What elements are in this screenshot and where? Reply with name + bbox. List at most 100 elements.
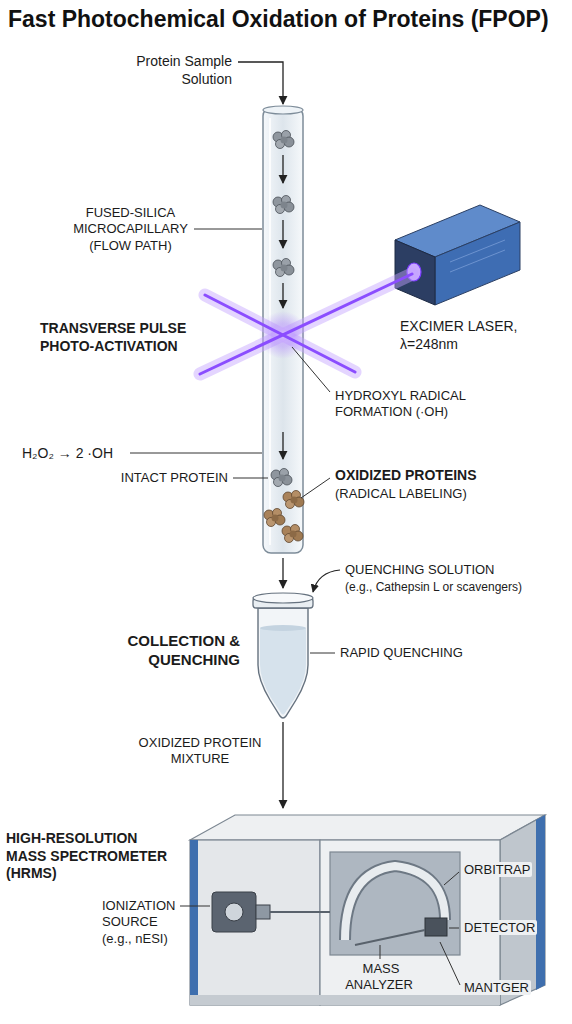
oxidized-protein-glyph	[283, 491, 304, 509]
callout-label: ORBITRAP	[462, 862, 532, 877]
mass-analyzer-symbol	[270, 912, 425, 945]
label-box: (e.g., Cathepsin L or scavengers)	[345, 580, 560, 595]
callout-label: RAPID QUENCHING	[340, 645, 463, 660]
leader-line	[440, 942, 460, 985]
collection-tube	[253, 593, 313, 718]
label-box: EXCIMER LASER, λ=248nm	[400, 318, 530, 353]
flow-arrow	[282, 220, 283, 248]
leader-line	[180, 872, 460, 985]
leader-line	[194, 229, 262, 230]
leader-line	[444, 872, 459, 885]
label-box: TRANSVERSE PULSE PHOTO-ACTIVATION	[40, 320, 200, 355]
heading-label: HIGH-RESOLUTION MASS SPECTROMETER (HRMS)	[6, 830, 167, 881]
callout-label: MASS ANALYZER	[345, 961, 415, 992]
protein-glyph	[271, 131, 294, 487]
label-box: HIGH-RESOLUTION MASS SPECTROMETER (HRMS)	[6, 830, 172, 883]
label-box: DETECTOR	[462, 920, 542, 936]
flow-arrow	[282, 155, 283, 183]
mass-analyzer-symbol	[355, 930, 425, 945]
ionization-source	[212, 892, 270, 932]
label-box: INTACT PROTEIN	[95, 470, 228, 486]
collection-tube	[253, 593, 313, 603]
leader-line	[130, 229, 330, 498]
protein-glyph	[273, 259, 294, 277]
heading-label: OXIDIZED PROTEINS	[335, 467, 477, 483]
mass-spectrometer	[190, 840, 320, 1005]
flow-arrow	[282, 283, 283, 308]
mass-spectrometer	[190, 815, 545, 1005]
collection-tube	[260, 628, 306, 715]
diagram-title: Fast Photochemical Oxidation of Proteins…	[8, 6, 549, 33]
collection-tube	[260, 625, 306, 631]
collection-tube	[258, 608, 308, 718]
oxidized-protein-glyph	[264, 509, 285, 527]
callout-label: IONIZATION SOURCE (e.g., nESI)	[102, 898, 175, 946]
heading-label: COLLECTION & QUENCHING	[128, 632, 241, 668]
mass-spectrometer	[190, 840, 198, 1005]
leader-arrow	[313, 570, 340, 592]
label-box: H₂O₂ → 2 ·OH	[22, 445, 128, 463]
callout-label: H₂O₂ → 2 ·OH	[22, 445, 113, 461]
leader-line	[380, 945, 381, 959]
label-box: IONIZATION SOURCE (e.g., nESI)	[102, 898, 188, 947]
label-box: QUENCHING SOLUTION	[345, 562, 545, 578]
flow-arrow	[282, 558, 283, 588]
callout-label: OXIDIZED PROTEIN MIXTURE	[139, 735, 262, 766]
ionization-source	[256, 905, 270, 919]
laser-beam	[200, 274, 412, 374]
leader-line	[130, 453, 262, 454]
leader-line	[180, 906, 210, 907]
callout-label: HYDROXYL RADICAL FORMATION (·OH)	[335, 388, 466, 419]
protein-glyph	[273, 131, 294, 149]
inlet-arrow	[238, 62, 283, 104]
excimer-laser	[435, 222, 520, 305]
mass-spectrometer	[190, 815, 545, 840]
mass-analyzer-symbol	[270, 911, 330, 913]
callout-label: EXCIMER LASER, λ=248nm	[400, 318, 517, 352]
callout-label: (RADICAL LABELING)	[335, 486, 467, 501]
flow-arrow	[282, 722, 283, 808]
label-box: HYDROXYL RADICAL FORMATION (·OH)	[335, 388, 485, 421]
mass-spectrometer	[536, 815, 545, 990]
ionization-source	[225, 903, 243, 921]
laser-beam	[200, 274, 412, 374]
mass-spectrometer	[330, 852, 460, 955]
label-box: OXIDIZED PROTEIN MIXTURE	[130, 735, 270, 768]
oxidized-protein-glyph	[282, 525, 303, 543]
ionization-source	[212, 892, 256, 932]
protein-glyph	[271, 469, 292, 487]
label-box: FUSED-SILICA MICROCAPILLARY (FLOW PATH)	[68, 205, 193, 254]
label-box: OXIDIZED PROTEINS	[335, 467, 535, 485]
label-box: MASS ANALYZER	[340, 961, 420, 994]
mass-spectrometer	[190, 995, 500, 1005]
callout-label: Protein Sample Solution	[136, 53, 232, 87]
excimer-laser	[450, 240, 505, 262]
label-box: Protein Sample Solution	[117, 53, 232, 88]
oxidized-protein-glyph	[264, 491, 304, 543]
excimer-laser	[395, 205, 520, 305]
callout-label: DETECTOR	[462, 920, 537, 935]
laser-beam	[200, 274, 412, 374]
callout-label: (e.g., Cathepsin L or scavengers)	[345, 580, 522, 594]
leader-line	[233, 478, 268, 479]
label-box: (RADICAL LABELING)	[335, 486, 535, 502]
leader-line	[301, 478, 330, 498]
detector-symbol	[425, 918, 447, 936]
mass-spectrometer	[500, 815, 545, 1005]
title-text: Fast Photochemical Oxidation of Proteins…	[8, 6, 549, 32]
flow-arrow	[282, 432, 283, 459]
callout-label: FUSED-SILICA MICROCAPILLARY (FLOW PATH)	[73, 205, 188, 253]
flow-arrow	[282, 155, 283, 459]
heading-label: TRANSVERSE PULSE PHOTO-ACTIVATION	[40, 320, 186, 354]
leader-line	[310, 653, 335, 654]
callout-label: MANTGER	[462, 980, 531, 995]
leader-line	[449, 928, 459, 929]
label-box: MANTGER	[462, 980, 542, 996]
laser-beam	[205, 295, 355, 372]
label-box: ORBITRAP	[462, 862, 542, 878]
protein-glyph	[273, 196, 294, 214]
label-box: RAPID QUENCHING	[340, 645, 490, 661]
callout-label: QUENCHING SOLUTION	[345, 562, 495, 577]
callout-label: INTACT PROTEIN	[121, 470, 228, 485]
